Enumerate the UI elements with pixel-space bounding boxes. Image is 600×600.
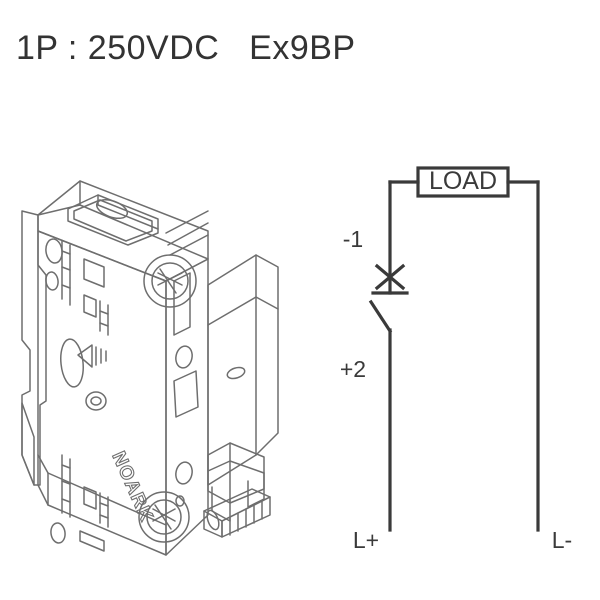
product-illustration: NOARK: [8, 155, 288, 565]
load-box-label: LOAD: [429, 167, 497, 195]
trip-cross-stroke-2: [374, 263, 406, 291]
brand-text: NOARK: [107, 448, 158, 526]
circuit-wires: [388, 180, 540, 532]
wiring-schematic: LOAD: [330, 150, 595, 570]
page-title: 1P : 250VDC Ex9BP: [16, 29, 356, 67]
line-label-negative: L-: [552, 527, 572, 553]
switch-contact-symbol: [368, 299, 393, 334]
breaker-body-outline: [21, 180, 279, 556]
contact-blade: [368, 299, 393, 334]
svg-text:NOARK: NOARK: [107, 448, 157, 525]
terminal-label-top: -1: [343, 226, 363, 252]
line-label-positive: L+: [353, 527, 379, 553]
circuit-breaker-trip-symbol: [371, 263, 409, 295]
load-box: LOAD: [416, 166, 510, 198]
terminal-label-bottom: +2: [340, 356, 366, 382]
